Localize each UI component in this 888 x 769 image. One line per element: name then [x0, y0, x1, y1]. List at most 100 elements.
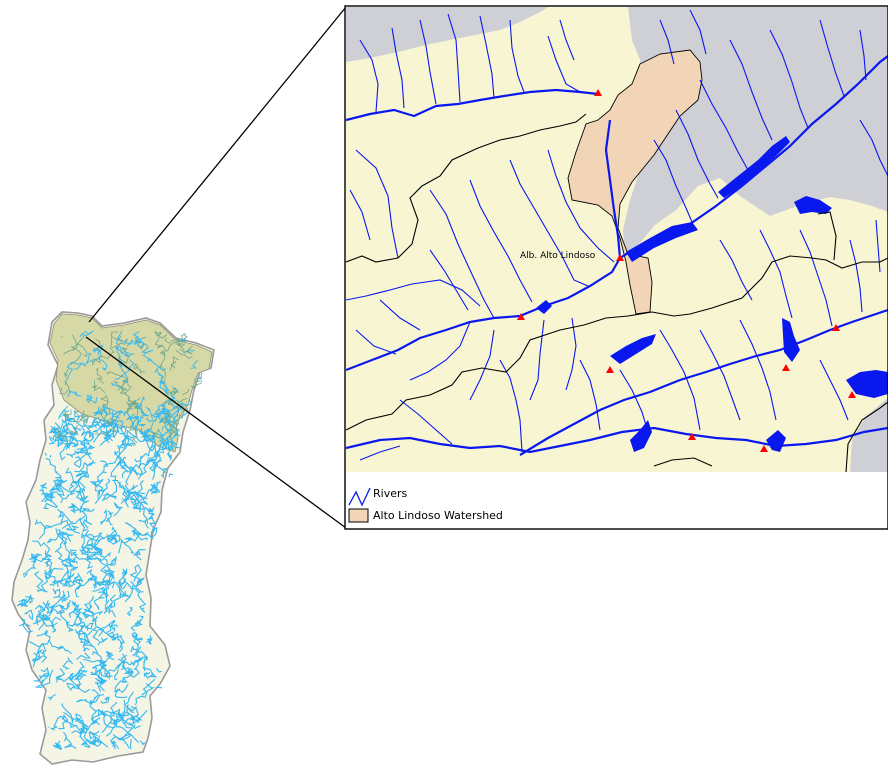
overview-river [42, 502, 56, 510]
outside-area-southeast [850, 398, 888, 472]
overview-river [133, 563, 142, 582]
tributary [769, 29, 809, 129]
overview-river [92, 482, 104, 499]
overview-river [154, 336, 168, 353]
overview-river [46, 529, 61, 544]
overview-river [63, 367, 70, 378]
overview-river [95, 337, 115, 361]
overview-river [160, 416, 168, 424]
overview-river [118, 568, 128, 583]
tributary [699, 79, 749, 171]
overview-river [21, 617, 33, 633]
overview-river [101, 494, 117, 502]
overview-river [117, 571, 127, 589]
overview-river [66, 534, 74, 543]
overview-river [76, 491, 90, 510]
overview-river [111, 382, 124, 389]
overview-river [125, 522, 148, 541]
overview-river [158, 380, 167, 394]
overview-river [197, 376, 202, 379]
overview-river [106, 429, 114, 442]
overview-river [121, 703, 136, 720]
overview-river [117, 362, 129, 384]
overview-river [57, 533, 68, 549]
overview-river [88, 732, 109, 748]
overview-river [67, 390, 82, 398]
overview-river [131, 458, 153, 476]
overview-river [164, 387, 180, 395]
overview-river [94, 682, 103, 692]
north-region [49, 313, 213, 453]
overview-river [168, 428, 175, 439]
overview-river [85, 444, 96, 453]
overview-river [118, 537, 132, 554]
overview-river [98, 581, 108, 595]
overview-river [91, 380, 106, 394]
overview-river [94, 426, 116, 435]
overview-river [46, 605, 55, 617]
reservoir-northeast [718, 136, 790, 198]
overview-river [81, 515, 93, 529]
overview-river [124, 494, 136, 508]
overview-river [120, 486, 134, 505]
overview-river [73, 363, 87, 370]
overview-river [66, 682, 80, 691]
overview-river [50, 715, 67, 731]
overview-river [98, 650, 114, 667]
tributary [429, 189, 495, 319]
overview-river [116, 435, 130, 461]
overview-river [72, 578, 81, 583]
tributary [859, 119, 888, 177]
overview-river [135, 577, 145, 588]
overview-river [116, 374, 132, 396]
red-triangle-icon [848, 391, 856, 398]
tributary [875, 219, 881, 273]
overview-river [130, 646, 137, 653]
overview-river [32, 649, 43, 668]
overview-river [104, 431, 112, 439]
tributary [819, 359, 849, 421]
portugal-overview-map [11, 311, 215, 765]
overview-river [122, 667, 134, 683]
overview-river [86, 543, 102, 558]
overview-river [159, 349, 166, 384]
overview-river [139, 452, 150, 461]
overview-river [54, 740, 63, 751]
boundary-bottom-hills [653, 457, 713, 467]
overview-river [147, 507, 156, 520]
overview-river [82, 508, 95, 512]
overview-river [135, 586, 147, 613]
tributary [547, 149, 615, 263]
tributary [659, 329, 701, 431]
overview-river [33, 652, 48, 663]
overview-river [61, 405, 75, 423]
overview-river [43, 491, 59, 508]
overview-river [116, 338, 135, 347]
overview-river [69, 556, 79, 572]
outside-area-north [346, 7, 548, 62]
tributary [379, 299, 421, 331]
overview-river [168, 440, 180, 449]
overview-river [146, 356, 167, 372]
overview-river [44, 452, 47, 456]
overview-river [131, 401, 141, 410]
boundary-south-ridge [346, 255, 888, 431]
overview-river [182, 389, 189, 396]
overview-river [80, 426, 94, 439]
overview-river [67, 517, 82, 534]
legend-rivers-label: Rivers [373, 487, 407, 500]
overview-river [129, 459, 149, 476]
overview-river [134, 683, 156, 706]
overview-river [132, 330, 144, 349]
overview-river [100, 508, 108, 526]
overview-river [165, 399, 175, 405]
inset-map: Alb. Alto Lindoso [344, 5, 888, 530]
overview-river [65, 410, 81, 431]
tributary [739, 319, 777, 421]
overview-river [111, 740, 120, 750]
overview-river [114, 420, 137, 446]
overview-river [142, 349, 154, 359]
overview-river [22, 572, 29, 578]
tributary [559, 19, 575, 61]
overview-river [137, 396, 149, 418]
